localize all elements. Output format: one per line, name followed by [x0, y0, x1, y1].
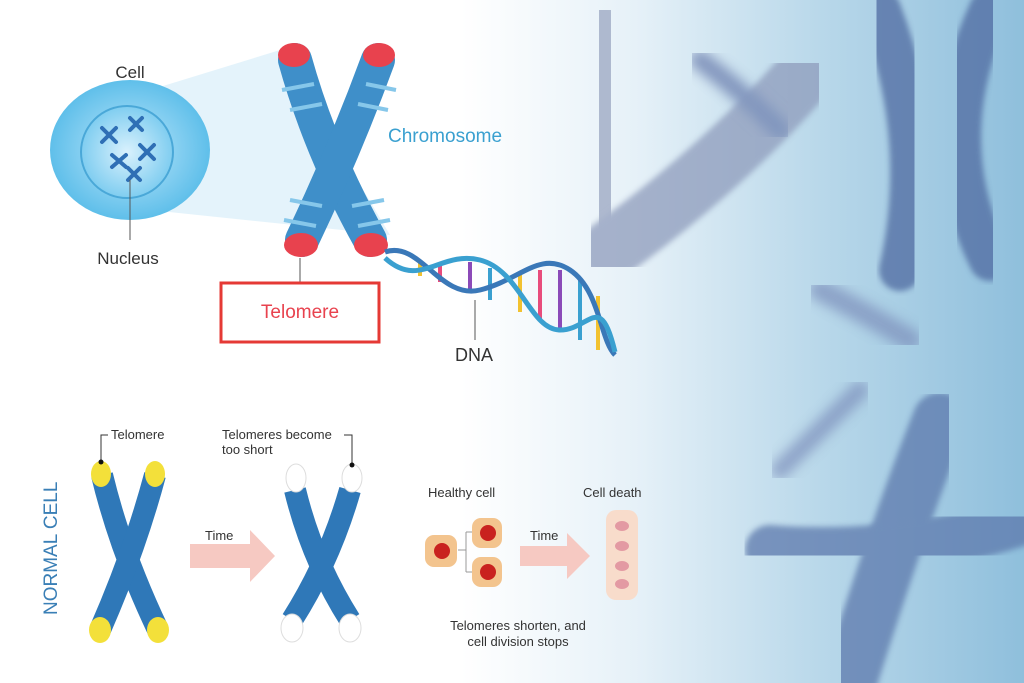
healthy-cells: Healthy cell [425, 485, 502, 587]
short-telomere-chromosome: Telomeres become too short [222, 427, 363, 643]
background-chromosomes [572, 0, 1024, 683]
short-telomere-label-line2: too short [222, 442, 273, 457]
caption-line2: cell division stops [467, 634, 569, 649]
telomere-small-label: Telomere [111, 427, 164, 442]
caption-line1: Telomeres shorten, and [450, 618, 586, 633]
normal-cell-label: NORMAL CELL [41, 482, 62, 615]
cell-label: Cell [115, 63, 144, 82]
normal-chromosome: Telomere [89, 427, 169, 643]
telomere-label: Telomere [261, 302, 339, 323]
cell-death-label: Cell death [583, 485, 642, 500]
dead-cells: Cell death [583, 485, 642, 600]
time-arrow-1: Time [190, 528, 275, 582]
short-telomere-label-line1: Telomeres become [222, 427, 332, 442]
time-label-2: Time [530, 528, 558, 543]
dna-helix: DNA [383, 247, 618, 365]
chromosome-illustration: Chromosome [278, 43, 502, 283]
chromosome-label: Chromosome [388, 126, 502, 147]
time-arrow-2: Time [520, 528, 590, 579]
healthy-cell-label: Healthy cell [428, 485, 495, 500]
dna-label: DNA [455, 345, 493, 365]
nucleus-label: Nucleus [97, 249, 158, 268]
telomere-highlight-box [219, 281, 381, 344]
time-label-1: Time [205, 528, 233, 543]
